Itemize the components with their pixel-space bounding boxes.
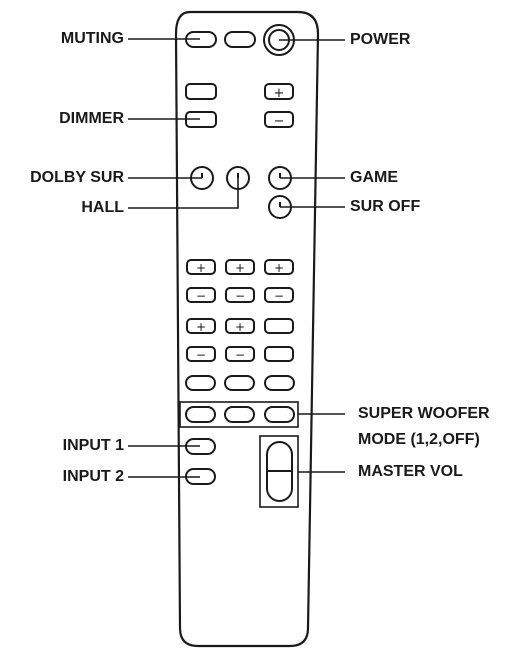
minus-glyph: − bbox=[274, 114, 285, 129]
label-muting: MUTING bbox=[60, 30, 124, 47]
blank-button-top[interactable] bbox=[224, 31, 256, 48]
oval-button-3[interactable] bbox=[264, 375, 295, 391]
minus-glyph: − bbox=[196, 289, 206, 303]
level-buttons bbox=[186, 259, 294, 362]
minus-glyph: − bbox=[274, 289, 284, 303]
minus-button-top[interactable] bbox=[264, 111, 294, 128]
plus-button-top[interactable] bbox=[264, 83, 294, 100]
blank-button-left[interactable] bbox=[185, 83, 217, 100]
plus-glyph: + bbox=[274, 86, 285, 101]
level-minus-3[interactable] bbox=[264, 287, 294, 303]
minus-glyph: − bbox=[196, 348, 206, 362]
label-super-woofer-line-1: SUPER WOOFER bbox=[358, 405, 490, 422]
super-woofer-button-1[interactable] bbox=[185, 406, 216, 423]
label-master-vol: MASTER VOL bbox=[358, 463, 463, 480]
level-glyphs: + + + − − − + + − − bbox=[196, 261, 284, 362]
minus-glyph: − bbox=[235, 289, 245, 303]
super-woofer-button-2[interactable] bbox=[224, 406, 255, 423]
oval-button-2[interactable] bbox=[224, 375, 255, 391]
plus-glyph: + bbox=[196, 320, 206, 334]
blank-button-mid-2[interactable] bbox=[264, 346, 294, 362]
plus-glyph: + bbox=[196, 261, 206, 275]
level-minus-4[interactable] bbox=[186, 346, 216, 362]
super-woofer-button-3[interactable] bbox=[264, 406, 295, 423]
label-dolby-sur: DOLBY SUR bbox=[30, 169, 124, 186]
level-plus-4[interactable] bbox=[186, 318, 216, 334]
label-input-2: INPUT 2 bbox=[62, 468, 124, 485]
level-minus-5[interactable] bbox=[225, 346, 255, 362]
minus-glyph: − bbox=[235, 348, 245, 362]
level-plus-2[interactable] bbox=[225, 259, 255, 275]
oval-button-1[interactable] bbox=[185, 375, 216, 391]
level-plus-1[interactable] bbox=[186, 259, 216, 275]
level-plus-3[interactable] bbox=[264, 259, 294, 275]
label-dimmer: DIMMER bbox=[59, 110, 124, 127]
level-minus-1[interactable] bbox=[186, 287, 216, 303]
plus-glyph: + bbox=[235, 261, 245, 275]
plus-glyph: + bbox=[235, 320, 245, 334]
leader-hall bbox=[128, 178, 239, 209]
label-power: POWER bbox=[350, 31, 411, 48]
plus-glyph: + bbox=[274, 261, 284, 275]
remote-body bbox=[174, 10, 320, 648]
label-game: GAME bbox=[350, 169, 398, 186]
leader-lines bbox=[128, 38, 345, 478]
blank-button-mid[interactable] bbox=[264, 318, 294, 334]
level-minus-2[interactable] bbox=[225, 287, 255, 303]
label-hall: HALL bbox=[81, 199, 124, 216]
level-plus-5[interactable] bbox=[225, 318, 255, 334]
label-input-1: INPUT 1 bbox=[62, 437, 124, 454]
label-sur-off: SUR OFF bbox=[350, 198, 421, 215]
label-super-woofer-line-2: MODE (1,2,OFF) bbox=[358, 431, 480, 448]
